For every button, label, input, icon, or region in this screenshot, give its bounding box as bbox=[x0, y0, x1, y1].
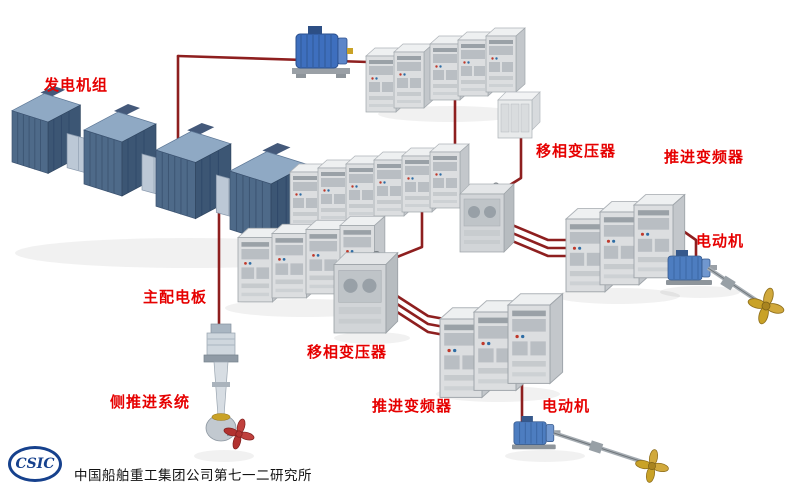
csic-logo-text: CSIC bbox=[15, 456, 55, 472]
propulsion-vfd-1-group bbox=[565, 193, 686, 293]
distribution-box-icon bbox=[497, 91, 541, 139]
label-motor-1: 电动机 bbox=[696, 232, 745, 250]
csic-logo: CSIC bbox=[8, 446, 62, 482]
label-phase-transformer-1: 移相变压器 bbox=[536, 142, 617, 160]
propulsion-vfd-2-group bbox=[439, 293, 564, 399]
switchboard-bank-top-right bbox=[429, 27, 526, 101]
label-generator-set: 发电机组 bbox=[44, 76, 109, 94]
label-side-thruster: 侧推进系统 bbox=[110, 393, 191, 411]
phase-transformer-1-icon bbox=[458, 181, 516, 254]
propeller-2-icon bbox=[632, 446, 672, 486]
switchboard-bank-top-left bbox=[365, 43, 434, 113]
vfd-cabinet-icon bbox=[507, 293, 564, 385]
switchboard-cabinet-icon bbox=[485, 27, 526, 93]
main-switchboard-rear-row bbox=[289, 143, 470, 229]
label-phase-transformer-2: 移相变压器 bbox=[307, 343, 388, 361]
propulsion-motor-2-icon bbox=[511, 415, 561, 450]
propeller-shaft-2 bbox=[553, 431, 647, 465]
switchboard-cabinet-icon bbox=[393, 43, 434, 109]
label-motor-2: 电动机 bbox=[542, 397, 591, 415]
company-name: 中国船舶重工集团公司第七一二研究所 bbox=[74, 468, 312, 484]
side-thruster-icon bbox=[203, 323, 255, 450]
phase-transformer-2-icon bbox=[332, 249, 400, 335]
label-propulsion-vfd-2: 推进变频器 bbox=[372, 397, 453, 415]
propeller-1-icon bbox=[743, 283, 789, 329]
label-main-switchboard: 主配电板 bbox=[143, 288, 208, 306]
propeller-shaft-1 bbox=[706, 266, 764, 306]
electric-motor-icon bbox=[292, 26, 353, 78]
label-propulsion-vfd-1: 推进变频器 bbox=[664, 148, 745, 166]
thruster-propeller-icon bbox=[223, 418, 255, 450]
